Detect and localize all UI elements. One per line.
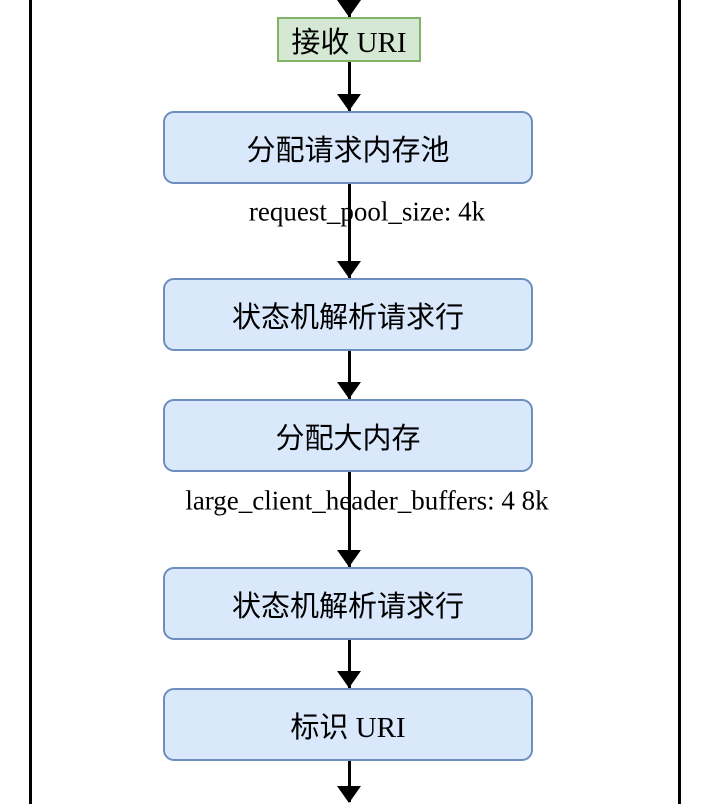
arrow-down-icon: [337, 671, 361, 688]
arrow-down-icon: [337, 550, 361, 567]
node-parse-request-line-2: 状态机解析请求行: [163, 567, 533, 640]
annotation-large-client-header-buffers: large_client_header_buffers: 4 8k: [185, 485, 549, 516]
node-parse-request-line-1: 状态机解析请求行: [163, 278, 533, 351]
node-alloc-large-memory: 分配大内存: [163, 399, 533, 472]
node-identify-uri: 标识 URI: [163, 688, 533, 761]
arrow-down-icon: [337, 786, 361, 803]
node-receive-uri: 接收 URI: [277, 17, 421, 62]
arrow-down-icon: [337, 94, 361, 111]
arrow-down-icon: [337, 261, 361, 278]
arrow-down-icon: [337, 382, 361, 399]
node-alloc-request-pool: 分配请求内存池: [163, 111, 533, 184]
container-left-border: [29, 0, 32, 804]
container-right-border: [678, 0, 681, 804]
annotation-request-pool-size: request_pool_size: 4k: [248, 196, 486, 227]
arrow-down-icon: [337, 0, 361, 17]
